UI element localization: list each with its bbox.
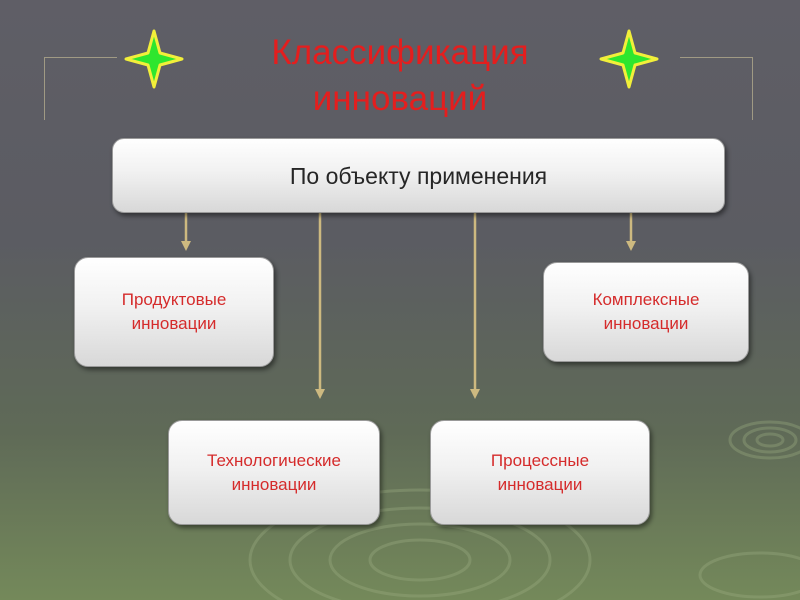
left-corner-bracket: [44, 57, 117, 120]
technological-innovations-box: Технологические инновации: [168, 420, 380, 525]
title-line-2: инноваций: [230, 76, 570, 122]
box-label-line-2: инновации: [207, 473, 341, 497]
box-label-line-1: Процессные: [491, 449, 589, 473]
process-innovations-box: Процессные инновации: [430, 420, 650, 525]
complex-innovations-box: Комплексные инновации: [543, 262, 749, 362]
box-label-line-1: Продуктовые: [122, 288, 227, 312]
product-innovations-box: Продуктовые инновации: [74, 257, 274, 367]
right-corner-bracket: [680, 57, 753, 120]
root-box: По объекту применения: [112, 138, 725, 213]
box-label-line-2: инновации: [122, 312, 227, 336]
star-icon: [123, 28, 185, 90]
slide-title: Классификация инноваций: [230, 30, 570, 122]
box-label-line-2: инновации: [491, 473, 589, 497]
box-label-line-1: Комплексные: [593, 288, 700, 312]
box-label-line-1: Технологические: [207, 449, 341, 473]
star-icon: [598, 28, 660, 90]
box-label-line-2: инновации: [593, 312, 700, 336]
root-label: По объекту применения: [290, 164, 547, 188]
title-line-1: Классификация: [230, 30, 570, 76]
